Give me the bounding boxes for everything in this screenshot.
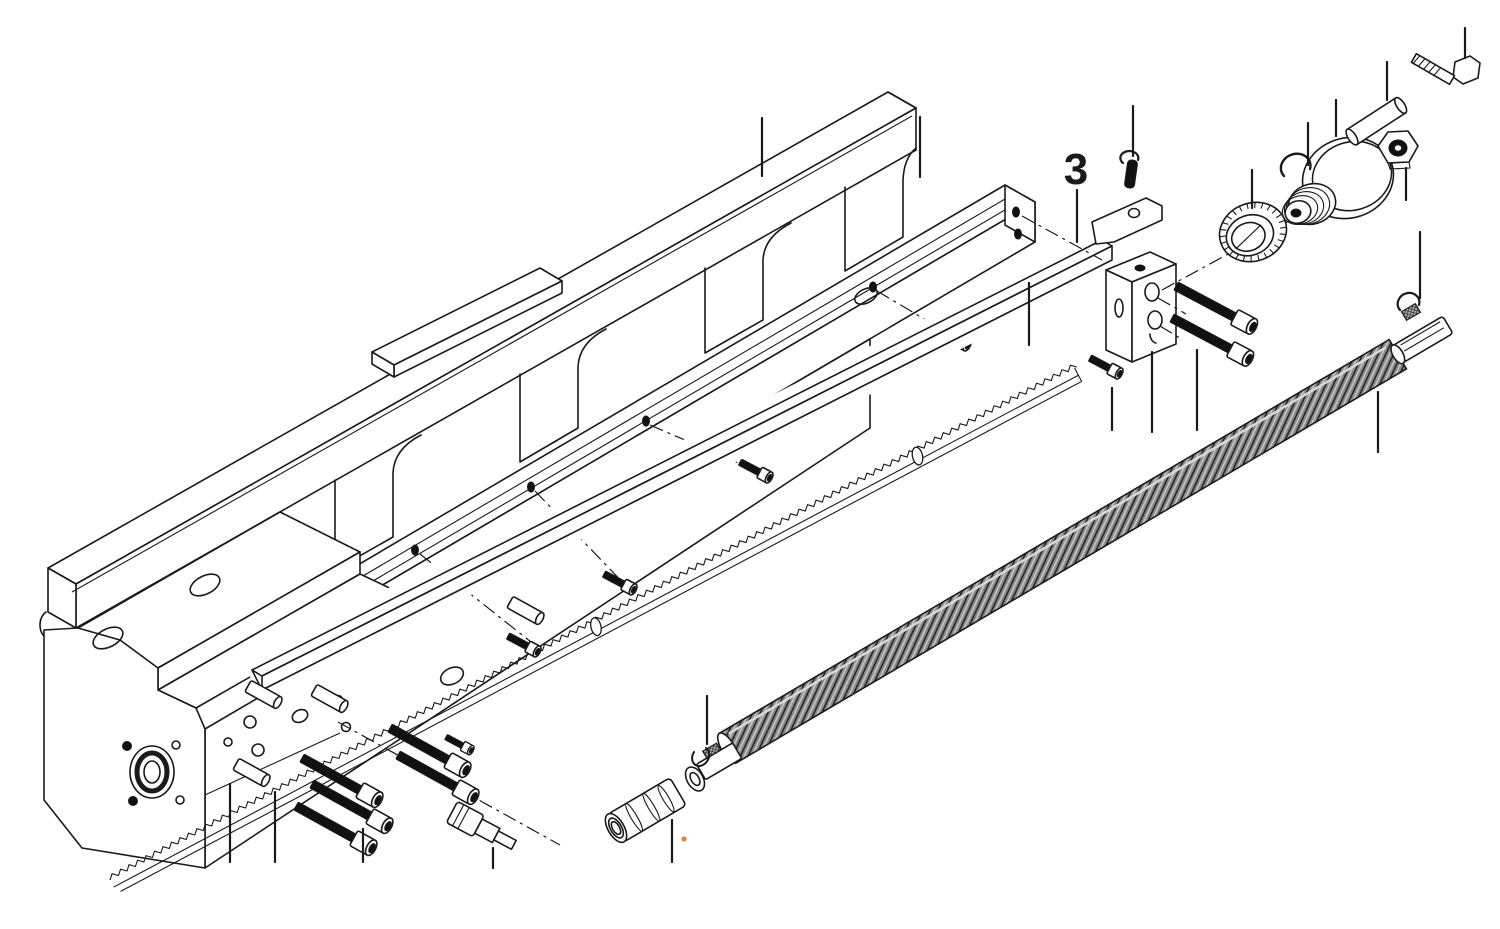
- block-hole: [1144, 282, 1160, 302]
- block-hole: [1147, 310, 1163, 330]
- timing-pulley: [1161, 168, 1347, 291]
- rack-break-clip: [911, 446, 924, 466]
- pulley-bearing-assembly: [1279, 98, 1395, 226]
- flathead-dot: [869, 281, 877, 293]
- washer: [684, 766, 706, 792]
- keyed-shaft-end: [691, 694, 742, 780]
- hex-bolt: [1410, 26, 1481, 86]
- flat-bar-part-3: [251, 197, 1163, 691]
- adjusting-pin: [446, 801, 517, 870]
- part-number-label: 3: [1064, 145, 1088, 194]
- retaining-ring: [1279, 152, 1312, 178]
- retaining-ring: [691, 747, 711, 767]
- bed-back-rail: [39, 91, 917, 641]
- flathead-dot: [527, 481, 535, 493]
- guideway-hole: [853, 286, 879, 306]
- flathead-dot: [411, 544, 419, 556]
- shaft-key: [1396, 230, 1422, 322]
- screw-hole-dot: [1014, 228, 1022, 240]
- retaining-ring: [1396, 291, 1421, 312]
- step-oval-hole: [92, 626, 124, 650]
- bottom-leader-lines: [228, 782, 365, 864]
- screw-hole-dot: [1012, 206, 1020, 218]
- set-screw: [442, 731, 477, 757]
- end-flange-bore: [122, 740, 185, 806]
- bar-end-hole: [1127, 207, 1141, 219]
- rack-break-clip: [590, 617, 602, 637]
- step-oval-hole: [189, 573, 221, 597]
- socket-head-cap-screws: [1167, 277, 1261, 432]
- machine-bed: [39, 91, 1036, 869]
- coupling-knob: [604, 778, 686, 864]
- spring-pin: [1119, 104, 1140, 189]
- top-leader-lines: [760, 115, 1079, 347]
- flathead-dot: [642, 415, 650, 427]
- apron-slot: [439, 666, 465, 686]
- spacer-sleeve: [1345, 60, 1408, 146]
- bed-cover-plate: [371, 267, 563, 378]
- lead-screw: [604, 230, 1453, 864]
- hub-bore: [1290, 208, 1302, 218]
- hex-nut: [1377, 130, 1419, 202]
- accent-dot: [681, 836, 687, 842]
- block-top-hole: [1134, 264, 1146, 272]
- bed-end-block: [43, 511, 399, 869]
